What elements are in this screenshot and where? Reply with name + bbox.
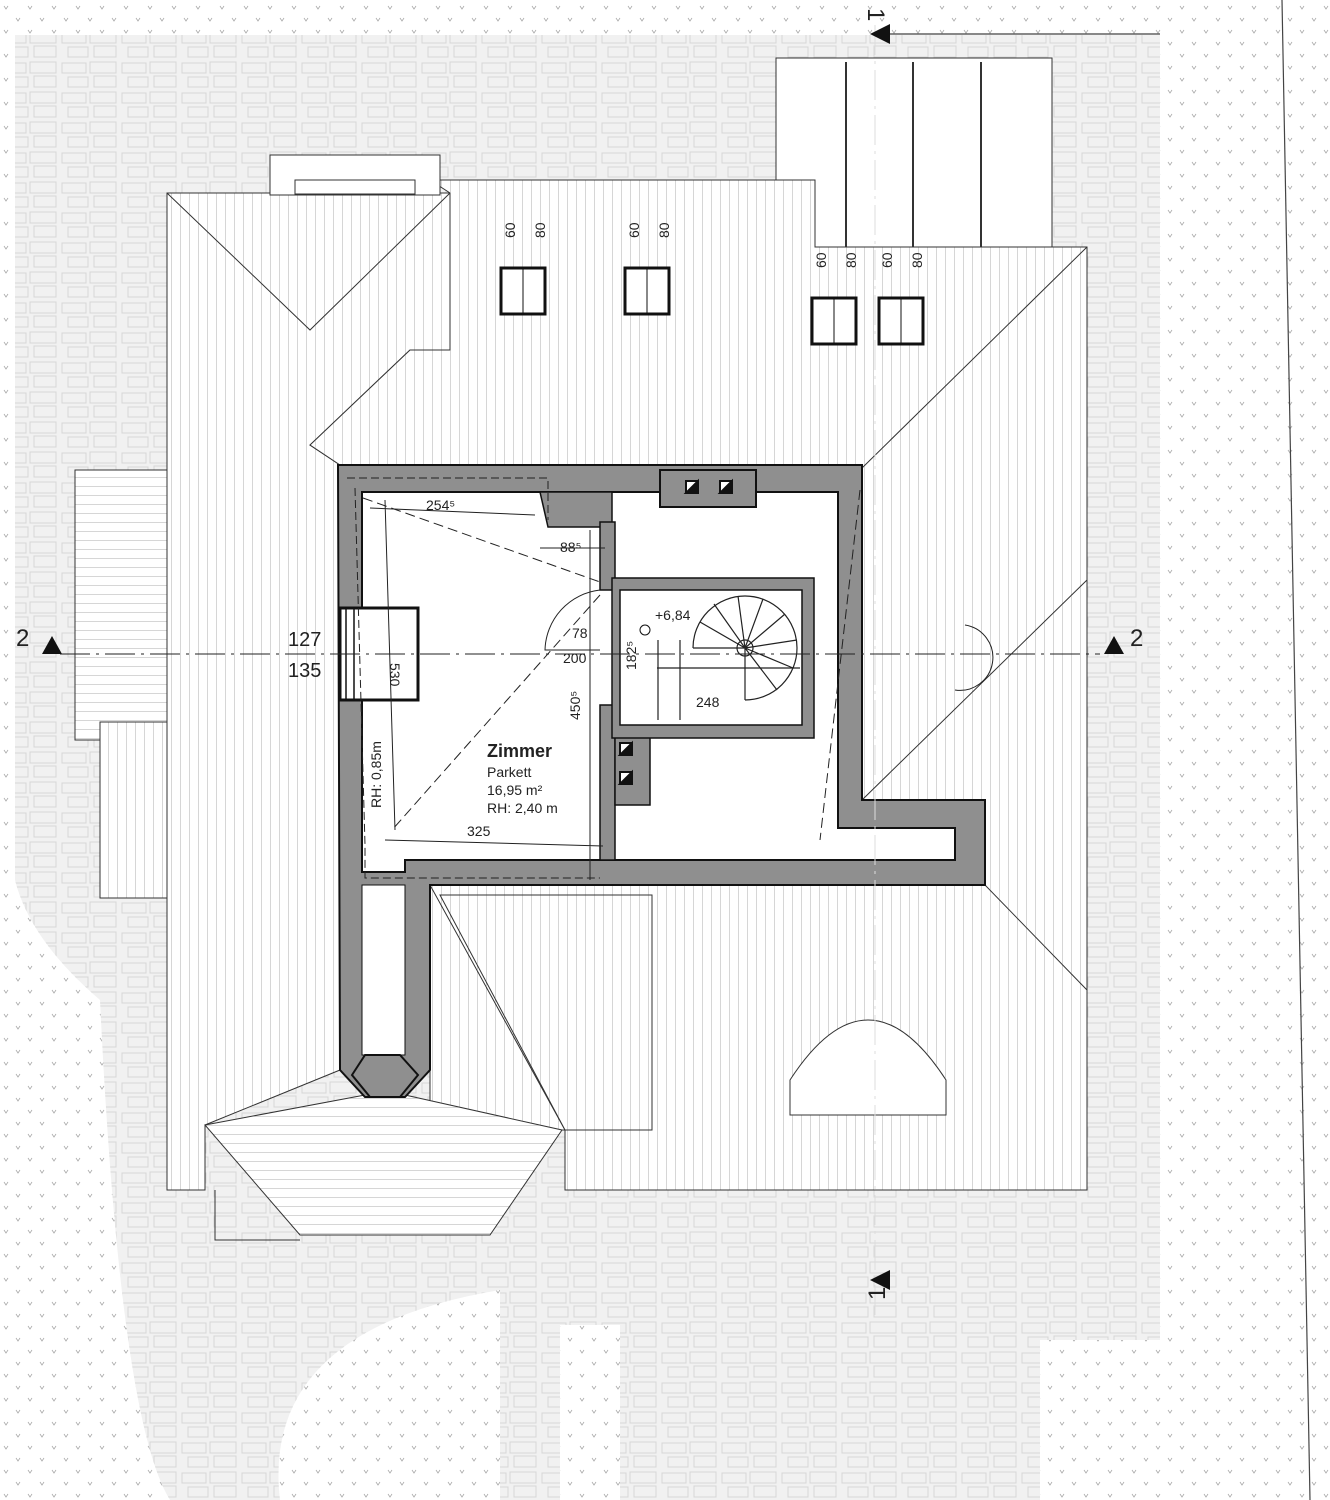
room-name: Zimmer	[487, 741, 552, 761]
section-marker-right: 2	[1130, 625, 1143, 652]
window-width-label: 60	[879, 252, 895, 268]
room-low-height: RH: 0,85m	[368, 741, 384, 808]
window-width-label: 60	[502, 222, 518, 238]
spiral-staircase	[657, 595, 800, 720]
terrace	[775, 57, 1053, 249]
dim-room-depth: 450⁵	[567, 691, 583, 720]
labels: 127 135 530 254⁵ 88⁵ 78 200 182⁵ 450⁵ 24…	[288, 497, 720, 839]
window-height-label: 80	[656, 222, 672, 238]
dim-notch: 88⁵	[560, 539, 581, 555]
dim-door-height: 200	[563, 650, 587, 666]
roof-window	[623, 266, 671, 316]
room-floor: Parkett	[487, 764, 531, 780]
dormer-depth-label: 530	[387, 663, 403, 687]
level-label: +6,84	[655, 607, 691, 623]
section-marker-left: 2	[16, 625, 29, 652]
window-width-label: 60	[626, 222, 642, 238]
level-marker-icon	[639, 624, 651, 636]
window-width-label: 60	[813, 252, 829, 268]
dim-bottom-width: 325	[467, 823, 491, 839]
section-marker-top: 1	[862, 8, 889, 21]
dim-stair-width: 248	[696, 694, 720, 710]
window-height-label: 80	[532, 222, 548, 238]
roof-windows: 60 80 60 80 60 80 60 80	[499, 222, 925, 346]
dim-door-width: 78	[572, 625, 588, 641]
room-area: 16,95 m²	[487, 782, 543, 798]
section-markers: 1 1 2 2	[16, 8, 1160, 1300]
dormer-lower-label: 135	[288, 660, 321, 682]
roof-window	[877, 296, 925, 346]
window-height-label: 80	[843, 252, 859, 268]
roof-window	[499, 266, 547, 316]
section-marker-bottom: 1	[864, 1287, 891, 1300]
dim-stair-height: 182⁵	[623, 641, 639, 670]
dimension-lines	[60, 25, 1100, 1320]
dim-top-width: 254⁵	[426, 497, 455, 513]
dormer-upper-label: 127	[288, 629, 321, 651]
room-height: RH: 2,40 m	[487, 800, 558, 816]
window-height-label: 80	[909, 252, 925, 268]
roof-window	[810, 296, 858, 346]
